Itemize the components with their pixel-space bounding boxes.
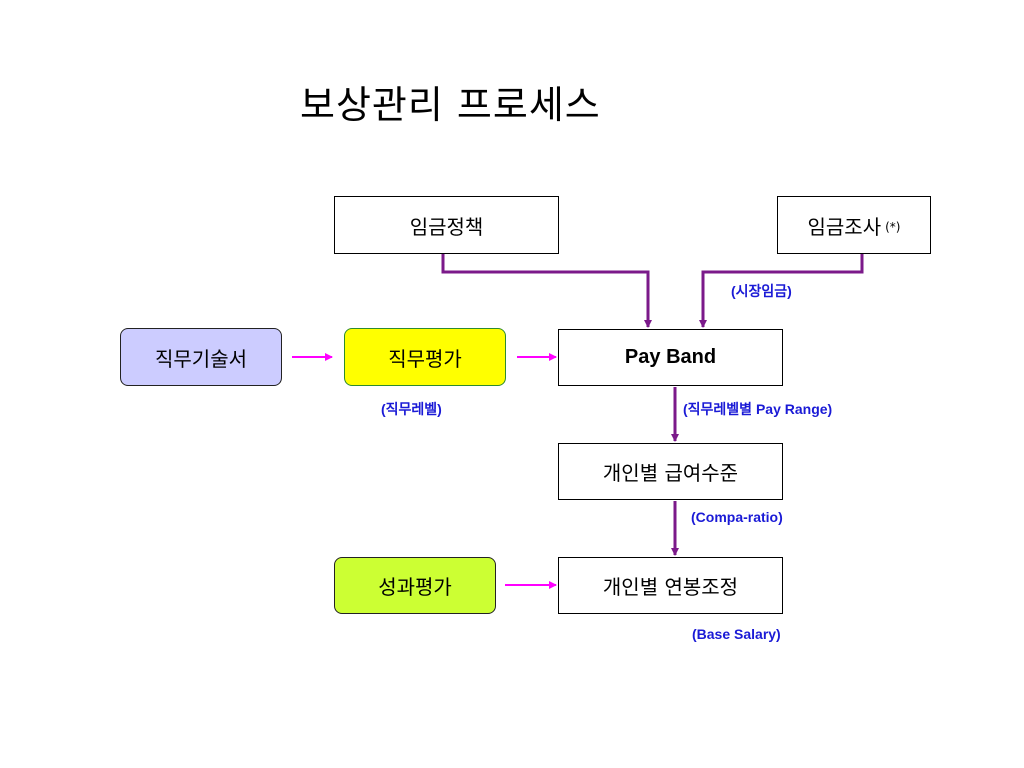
pay-band-box: Pay Band <box>558 329 783 386</box>
individual-pay-level-box: 개인별 급여수준 <box>558 443 783 500</box>
wage-policy-label: 임금정책 <box>409 214 484 239</box>
base-salary-annotation: (Base Salary) <box>692 626 781 642</box>
job-description-label: 직무기술서 <box>155 346 247 371</box>
individual-salary-adjustment-label: 개인별 연봉조정 <box>602 575 739 599</box>
page-title: 보상관리 프로세스 <box>300 83 601 127</box>
performance-evaluation-box: 성과평가 <box>334 557 496 614</box>
wage-survey-note: (*) <box>885 220 901 234</box>
individual-salary-adjustment-box: 개인별 연봉조정 <box>558 557 783 614</box>
compa-ratio-annotation: (Compa-ratio) <box>691 509 783 525</box>
job-evaluation-box: 직무평가 <box>344 328 506 386</box>
individual-pay-level-label: 개인별 급여수준 <box>602 461 739 485</box>
pay-band-label: Pay Band <box>624 346 717 368</box>
market-wage-annotation: (시장임금) <box>731 283 792 299</box>
wage-survey-label: 임금조사 <box>807 214 882 239</box>
performance-evaluation-label: 성과평가 <box>378 575 452 599</box>
job-description-box: 직무기술서 <box>120 328 282 386</box>
wage-policy-box: 임금정책 <box>334 196 559 254</box>
connector-wage-policy-to-pay-band <box>441 254 652 328</box>
job-level-annotation: (직무레벨) <box>381 401 442 417</box>
job-evaluation-label: 직무평가 <box>388 346 462 371</box>
wage-survey-box: 임금조사(*) <box>777 196 931 254</box>
pay-range-annotation: (직무레벨별 Pay Range) <box>683 401 833 417</box>
connector-wage-survey-to-pay-band <box>699 254 864 328</box>
